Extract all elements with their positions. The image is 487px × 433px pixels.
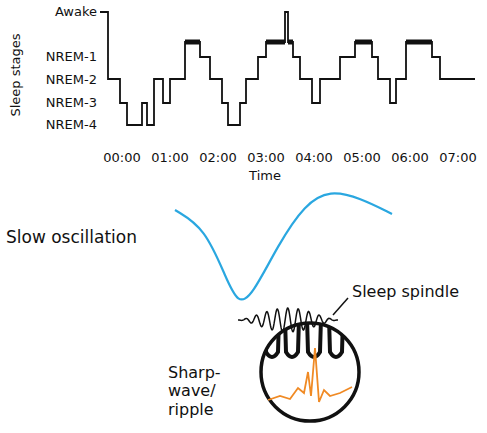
stage-label: NREM-2 xyxy=(46,73,97,88)
stage-label: NREM-4 xyxy=(46,118,97,133)
tick-label: 02:00 xyxy=(199,151,236,166)
tick-label: 04:00 xyxy=(295,151,332,166)
leader-line xyxy=(333,298,348,315)
axis-title: Sleep stages xyxy=(9,33,24,116)
rem-segment xyxy=(185,40,200,45)
rem-segment xyxy=(288,40,293,45)
tick-label: 06:00 xyxy=(391,151,428,166)
tick-label: 01:00 xyxy=(151,151,188,166)
spindle-lobe xyxy=(329,318,343,357)
stage-label: NREM-3 xyxy=(46,96,97,111)
wave-label: Sharp-wave/ ripple xyxy=(168,364,232,419)
rem-segment xyxy=(266,40,285,45)
rem-segment xyxy=(406,40,432,45)
magnifier-circle xyxy=(261,323,359,421)
hypnogram-trace xyxy=(100,12,475,125)
tick-label: 05:00 xyxy=(343,151,380,166)
wave-label: Sleep spindle xyxy=(352,283,459,301)
wave-label: Slow oscillation xyxy=(6,228,137,248)
axis-title: Time xyxy=(249,169,281,184)
ripple-trace xyxy=(268,348,352,402)
stage-label: Awake xyxy=(55,5,97,20)
rem-segment xyxy=(355,40,372,45)
tick-label: 03:00 xyxy=(247,151,284,166)
tick-label: 00:00 xyxy=(103,151,140,166)
stage-label: NREM-1 xyxy=(46,50,97,65)
tick-label: 07:00 xyxy=(439,151,476,166)
